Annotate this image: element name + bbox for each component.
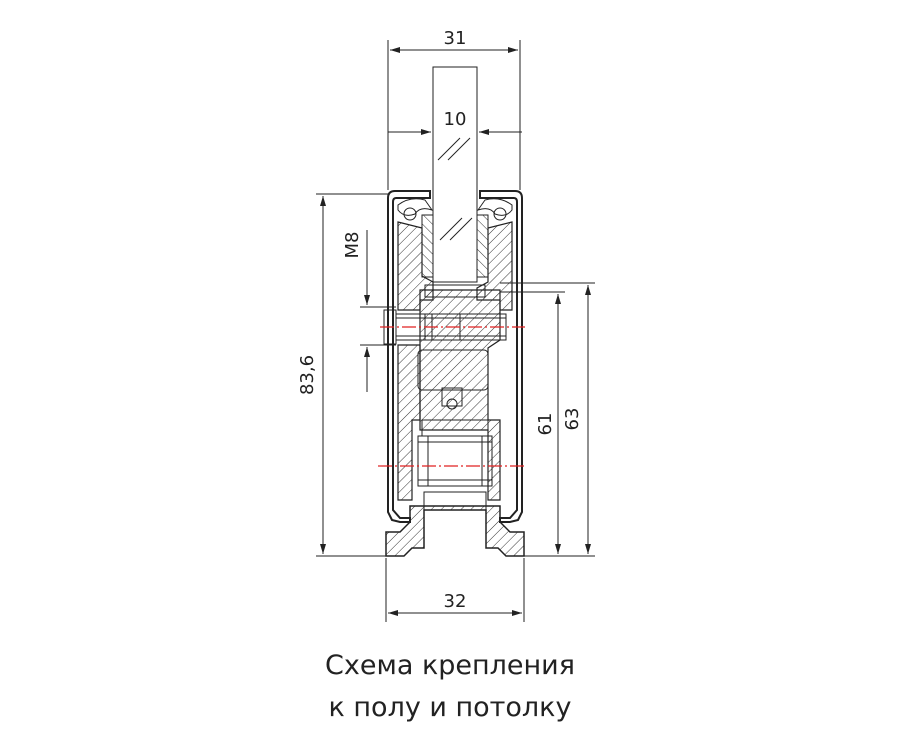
dimension-10-label: 10 [444,109,467,130]
dimension-63-label: 63 [562,408,583,431]
dimension-61: 61 [500,291,565,557]
dimension-top-width: 31 [387,28,521,190]
dimension-total-height: 83,6 [297,193,390,557]
dimension-m8-label: M8 [342,232,363,259]
base-foot [385,491,525,557]
dimension-bolt: M8 [342,230,396,392]
lower-bolt [417,435,493,487]
glass-panel [432,66,478,283]
dimension-glass-thickness: 10 [388,109,522,135]
rubber-seals [397,198,513,221]
outer-cover-profile [387,190,523,523]
dimension-bottom-width: 32 [385,558,525,622]
dimension-31-label: 31 [444,28,467,49]
caption-line-2: к полу и потолку [328,692,572,723]
dimension-32-label: 32 [444,591,467,612]
caption-line-1: Схема крепления [325,650,575,681]
profile-section-drawing: 31 10 M8 83,6 61 63 32 [297,28,595,622]
dimension-63: 63 [500,282,595,557]
dimension-83-6-label: 83,6 [297,355,318,395]
dimension-61-label: 61 [535,413,556,436]
central-block [417,284,501,501]
